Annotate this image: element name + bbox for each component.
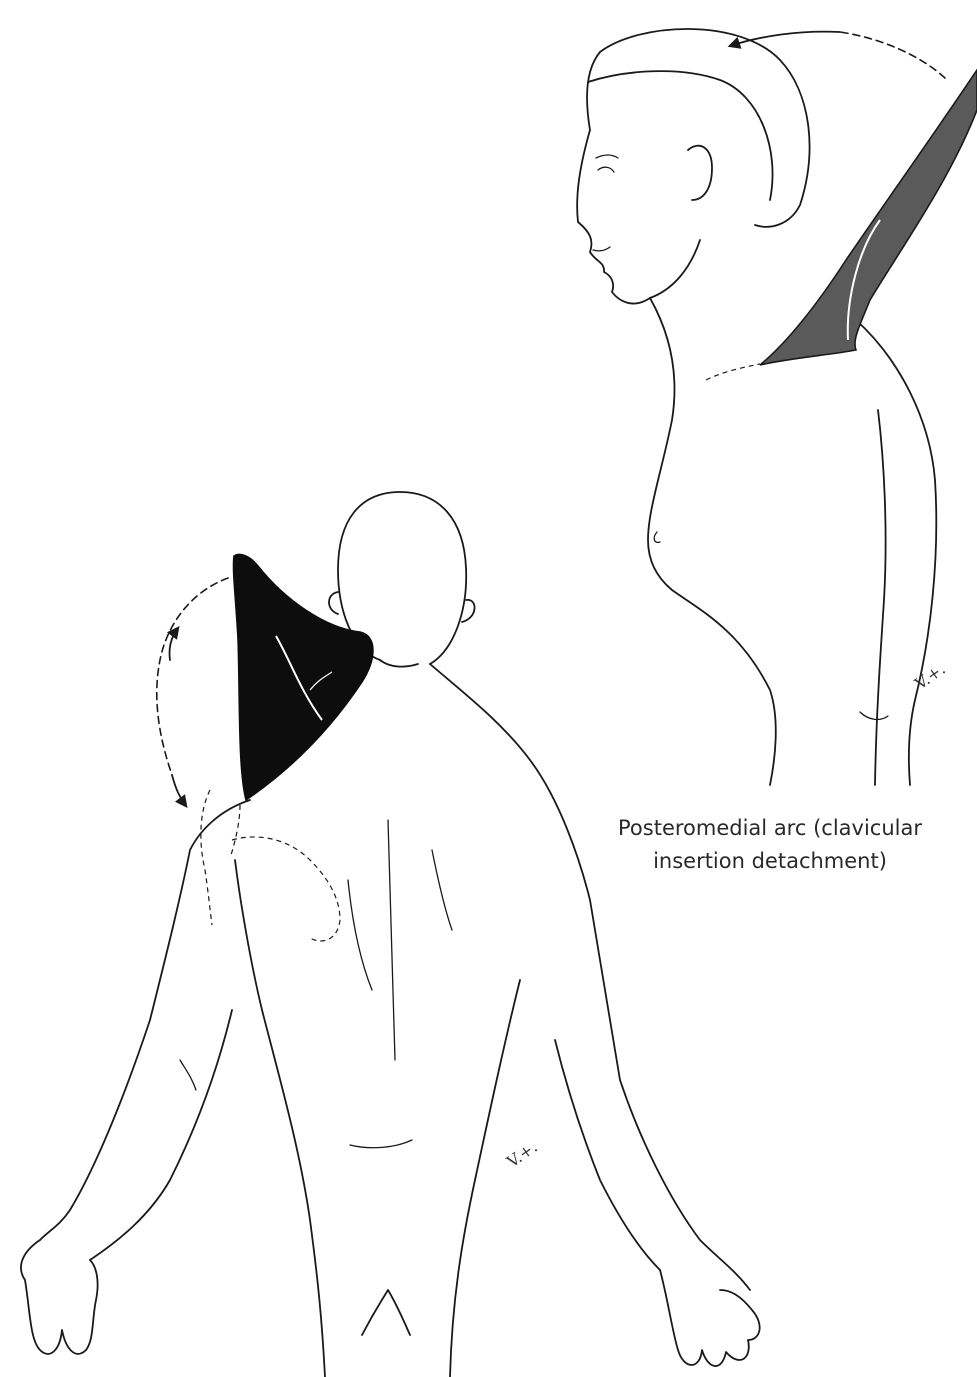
posterior-arc-dashed (157, 578, 228, 775)
caption-line-2: insertion detachment) (560, 845, 977, 878)
posterior-scapula-left (348, 880, 372, 990)
lateral-eye (598, 167, 614, 172)
lateral-hairline (588, 71, 773, 200)
posterior-arm-left-inner (90, 1010, 232, 1260)
lateral-head-outline (577, 29, 809, 304)
posterior-view-figure: V.+. (21, 492, 760, 1377)
posterior-gluteal-cleft (362, 1290, 410, 1335)
caption-line-1: Posteromedial arc (clavicular (560, 812, 977, 845)
lateral-elbow-mark (860, 712, 888, 719)
lateral-brow (596, 155, 618, 158)
posterior-arm-right-inner (555, 1040, 660, 1270)
lateral-artist-initials: V.+. (911, 659, 949, 694)
lateral-arm-line (875, 410, 886, 785)
lateral-clavicle-dashed (706, 364, 760, 380)
posterior-artist-initials: V.+. (503, 1137, 541, 1172)
lateral-nipple (654, 532, 660, 542)
lateral-view-figure: V.+. (577, 29, 977, 785)
figure-caption: Posteromedial arc (clavicular insertion … (560, 812, 977, 878)
lateral-neck-front (648, 298, 675, 590)
posterior-hand-left (21, 1240, 98, 1354)
lateral-ear (688, 146, 712, 200)
posterior-elbow-left (180, 1060, 196, 1090)
posterior-ear-left (329, 592, 338, 614)
lateral-arc-dashed (840, 32, 945, 78)
lateral-jaw (650, 240, 700, 298)
posterior-neck-shoulder-left (40, 800, 250, 1240)
posterior-arc-arrow-up (169, 628, 178, 660)
lateral-chest (672, 590, 776, 785)
posterior-arc-arrow-down (172, 775, 186, 806)
posterior-dashed-scapular-spine (232, 837, 340, 941)
posterior-torso-right (450, 980, 520, 1377)
lateral-back-outline (856, 320, 936, 785)
posterior-torso-left (235, 860, 325, 1377)
posterior-neck-left (380, 660, 418, 667)
posterior-neck-shoulder-right (430, 664, 750, 1290)
posterior-dashed-medial (230, 805, 240, 858)
posterior-trapezius-flap (233, 554, 373, 800)
posterior-lower-back (350, 1140, 412, 1148)
lateral-mouth (593, 247, 610, 251)
lateral-trapezius-flap (760, 70, 977, 365)
posterior-scapula-right (432, 850, 452, 930)
posterior-spine (388, 820, 395, 1060)
posterior-dashed-acromion (201, 790, 212, 925)
